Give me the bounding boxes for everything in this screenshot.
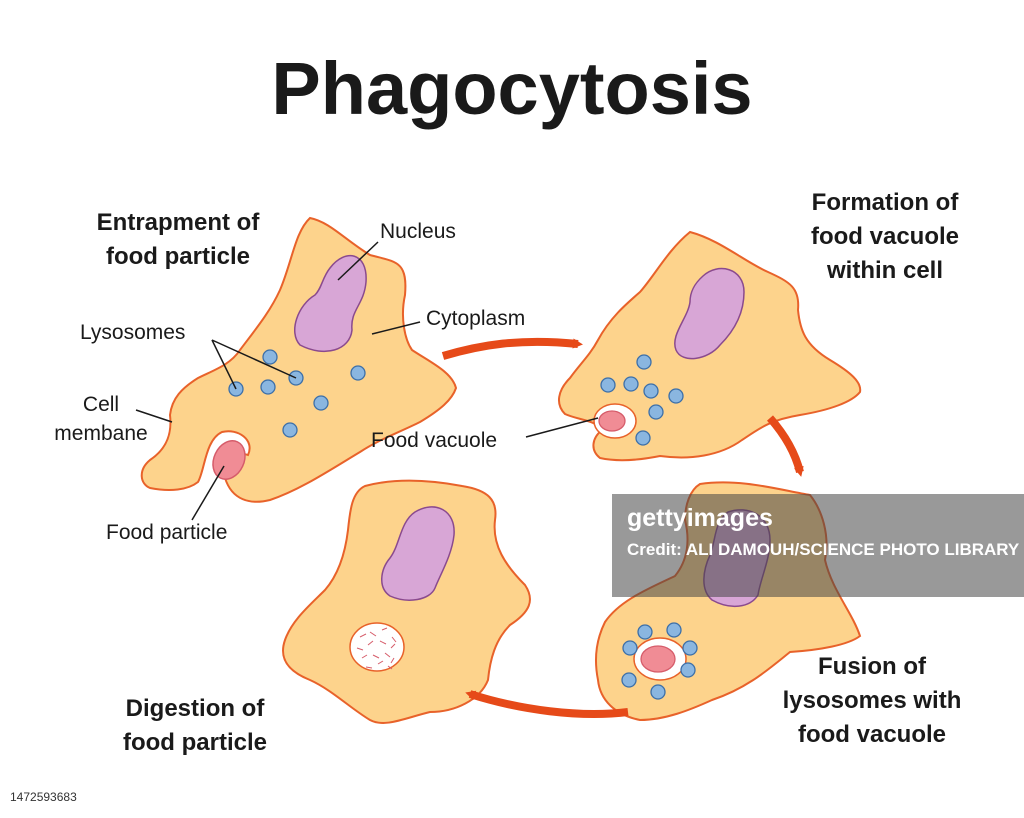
lysosome — [666, 622, 682, 638]
stage-label-digestion: Digestion of food particle — [122, 695, 267, 756]
nucleus — [674, 267, 745, 360]
digested-particles — [356, 627, 397, 670]
lysosome — [680, 662, 696, 678]
leader-nucleus — [337, 241, 379, 281]
page-title: Phagocytosis — [271, 47, 753, 130]
lysosomes — [600, 354, 684, 446]
lysosome — [635, 430, 651, 446]
watermark-credit: Credit: ALI DAMOUH/SCIENCE PHOTO LIBRARY — [627, 540, 1020, 559]
watermark-banner: gettyimages Credit: ALI DAMOUH/SCIENCE P… — [612, 494, 1024, 597]
lysosome — [636, 354, 652, 370]
lysosome — [668, 388, 684, 404]
leader-food-vacuole — [525, 417, 599, 438]
cell-digestion — [282, 479, 531, 724]
cell-formation — [525, 230, 862, 462]
leader-lysosome-b — [211, 339, 297, 379]
lysosome — [682, 640, 698, 656]
stage-label-entrapment: Entrapment of food particle — [96, 209, 260, 270]
nucleus — [294, 254, 367, 353]
leader-cell-membrane — [135, 409, 173, 423]
cell-entrapment — [135, 216, 458, 521]
leader-cytoplasm — [371, 321, 421, 335]
digestion-vacuole — [349, 622, 405, 672]
label-lysosomes: Lysosomes — [80, 321, 186, 344]
lysosome — [637, 624, 653, 640]
label-nucleus: Nucleus — [380, 220, 456, 243]
lysosome — [350, 365, 366, 381]
food-particle — [640, 645, 676, 673]
arrow-formation-to-fusion — [766, 415, 804, 477]
process-arrows — [441, 337, 804, 718]
arrow-entrapment-to-formation — [441, 337, 583, 360]
lysosome — [260, 379, 276, 395]
digested-food — [349, 622, 405, 672]
label-cell-membrane: Cell membane — [54, 393, 148, 445]
label-food-vacuole: Food vacuole — [371, 429, 498, 452]
image-id: 1472593683 — [10, 790, 77, 804]
lysosome — [262, 349, 278, 365]
watermark-logo: gettyimages — [627, 504, 773, 532]
stage-label-formation: Formation of food vacuole within cell — [810, 189, 960, 284]
leader-food-particle — [191, 465, 225, 521]
arrow-fusion-to-digestion — [465, 690, 629, 718]
stage-label-fusion: Fusion of lysosomes with food vacuole — [782, 653, 962, 748]
lysosome — [643, 383, 659, 399]
lysosome — [282, 422, 298, 438]
food-vacuole — [633, 637, 687, 681]
lysosome — [622, 640, 638, 656]
cell-membrane — [282, 479, 531, 724]
food-particle — [598, 410, 626, 432]
label-food-particle: Food particle — [106, 521, 228, 544]
nucleus — [381, 506, 455, 601]
lysosome — [600, 377, 616, 393]
lysosome — [621, 672, 637, 688]
lysosome — [650, 684, 666, 700]
lysosome — [313, 395, 329, 411]
lysosome — [648, 404, 664, 420]
lysosome — [623, 376, 639, 392]
leader-lysosome-a — [211, 339, 237, 390]
lysosomes — [621, 622, 698, 700]
label-cytoplasm: Cytoplasm — [426, 307, 526, 330]
food-vacuole — [593, 403, 637, 439]
lysosomes — [228, 349, 366, 438]
